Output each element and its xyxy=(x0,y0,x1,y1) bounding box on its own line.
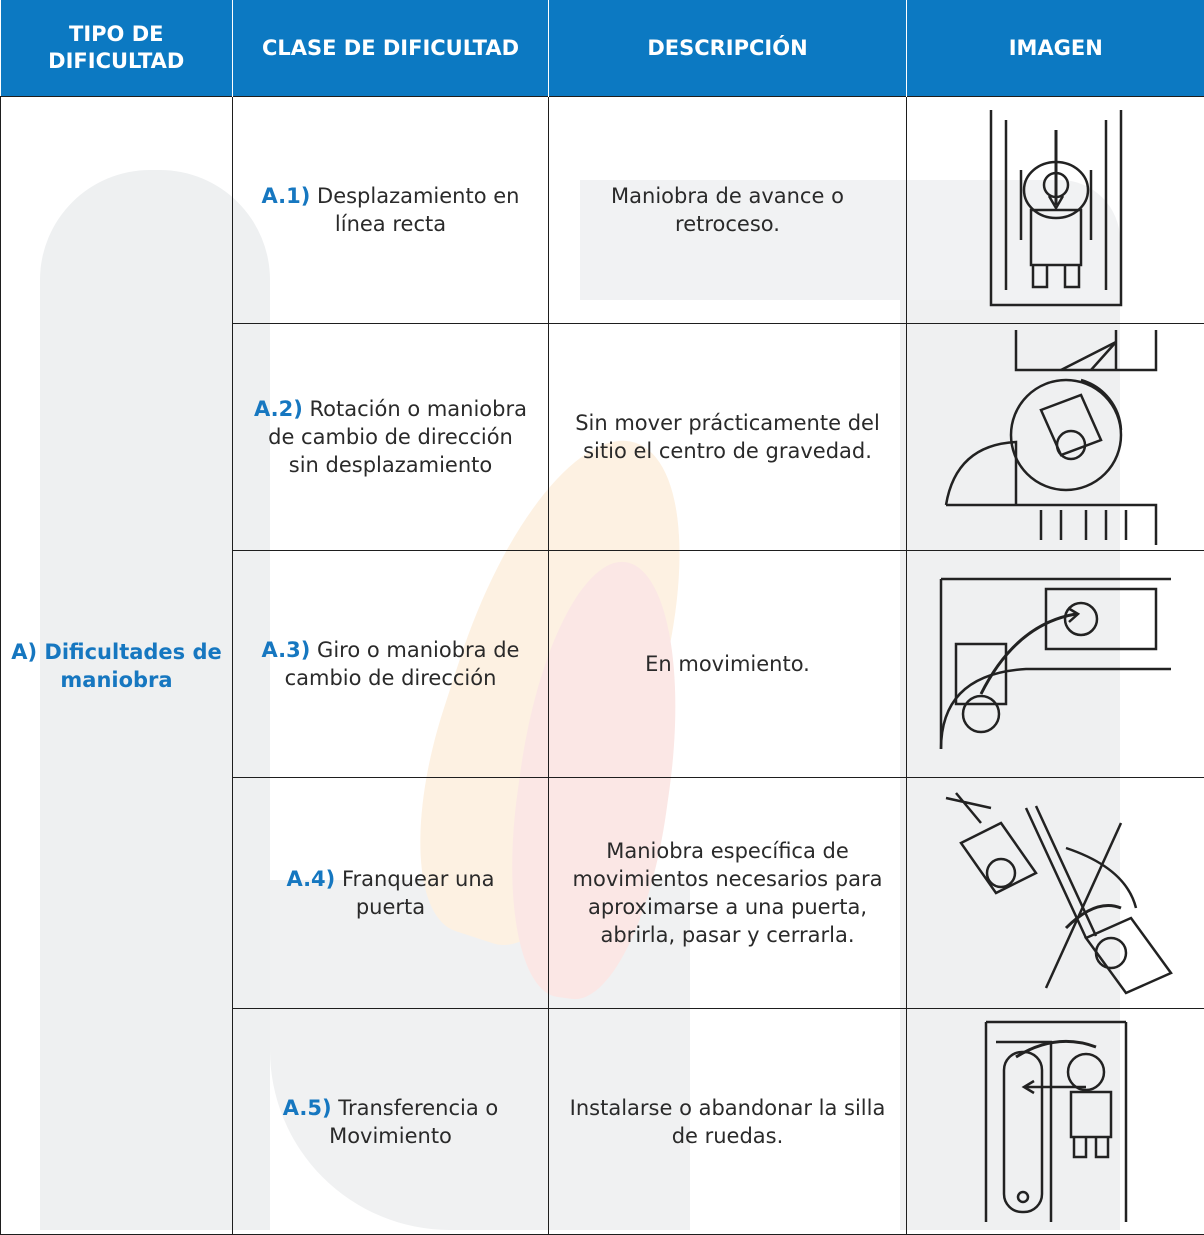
image-cell xyxy=(907,324,1204,551)
wheelchair-transfer-illustration xyxy=(976,1017,1136,1227)
clase-code: A.3) xyxy=(262,638,311,662)
wheelchair-door-illustration xyxy=(936,788,1176,998)
clase-code: A.2) xyxy=(254,397,303,421)
clase-text: Franquear una puerta xyxy=(335,867,494,919)
clase-text: Giro o maniobra de cambio de dirección xyxy=(285,638,520,690)
clase-code: A.5) xyxy=(283,1096,332,1120)
type-cell: A) Dificultades de maniobra xyxy=(1,97,233,1235)
image-cell xyxy=(907,97,1204,324)
clase-cell: A.1) Desplazamiento en línea recta xyxy=(233,97,549,324)
table-row: A) Dificultades de maniobra A.1) Desplaz… xyxy=(1,97,1204,324)
clase-text: Rotación o maniobra de cambio de direcci… xyxy=(268,397,527,477)
image-cell xyxy=(907,551,1204,778)
image-cell xyxy=(907,778,1204,1009)
wheelchair-rotation-illustration xyxy=(941,330,1171,545)
wheelchair-straight-illustration xyxy=(971,110,1141,310)
desc-cell: Sin mover prácticamente del sitio el cen… xyxy=(549,324,907,551)
desc-cell: Maniobra específica de movimientos neces… xyxy=(549,778,907,1009)
clase-text: Transferencia o Movimiento xyxy=(329,1096,498,1148)
image-cell xyxy=(907,1009,1204,1235)
clase-text: Desplazamiento en línea recta xyxy=(310,184,519,236)
desc-cell: Instalarse o abandonar la silla de rueda… xyxy=(549,1009,907,1235)
desc-cell: En movimiento. xyxy=(549,551,907,778)
clase-cell: A.2) Rotación o maniobra de cambio de di… xyxy=(233,324,549,551)
clase-code: A.1) xyxy=(262,184,311,208)
desc-cell: Maniobra de avance o retroceso. xyxy=(549,97,907,324)
header-descripcion: DESCRIPCIÓN xyxy=(549,0,907,97)
wheelchair-turn-illustration xyxy=(936,574,1176,754)
clase-cell: A.4) Franquear una puerta xyxy=(233,778,549,1009)
header-tipo: TIPO DE DIFICULTAD xyxy=(1,0,233,97)
header-imagen: IMAGEN xyxy=(907,0,1204,97)
clase-code: A.4) xyxy=(286,867,335,891)
header-clase: CLASE DE DIFICULTAD xyxy=(233,0,549,97)
clase-cell: A.5) Transferencia o Movimiento xyxy=(233,1009,549,1235)
clase-cell: A.3) Giro o maniobra de cambio de direcc… xyxy=(233,551,549,778)
header-row: TIPO DE DIFICULTAD CLASE DE DIFICULTAD D… xyxy=(1,0,1204,97)
